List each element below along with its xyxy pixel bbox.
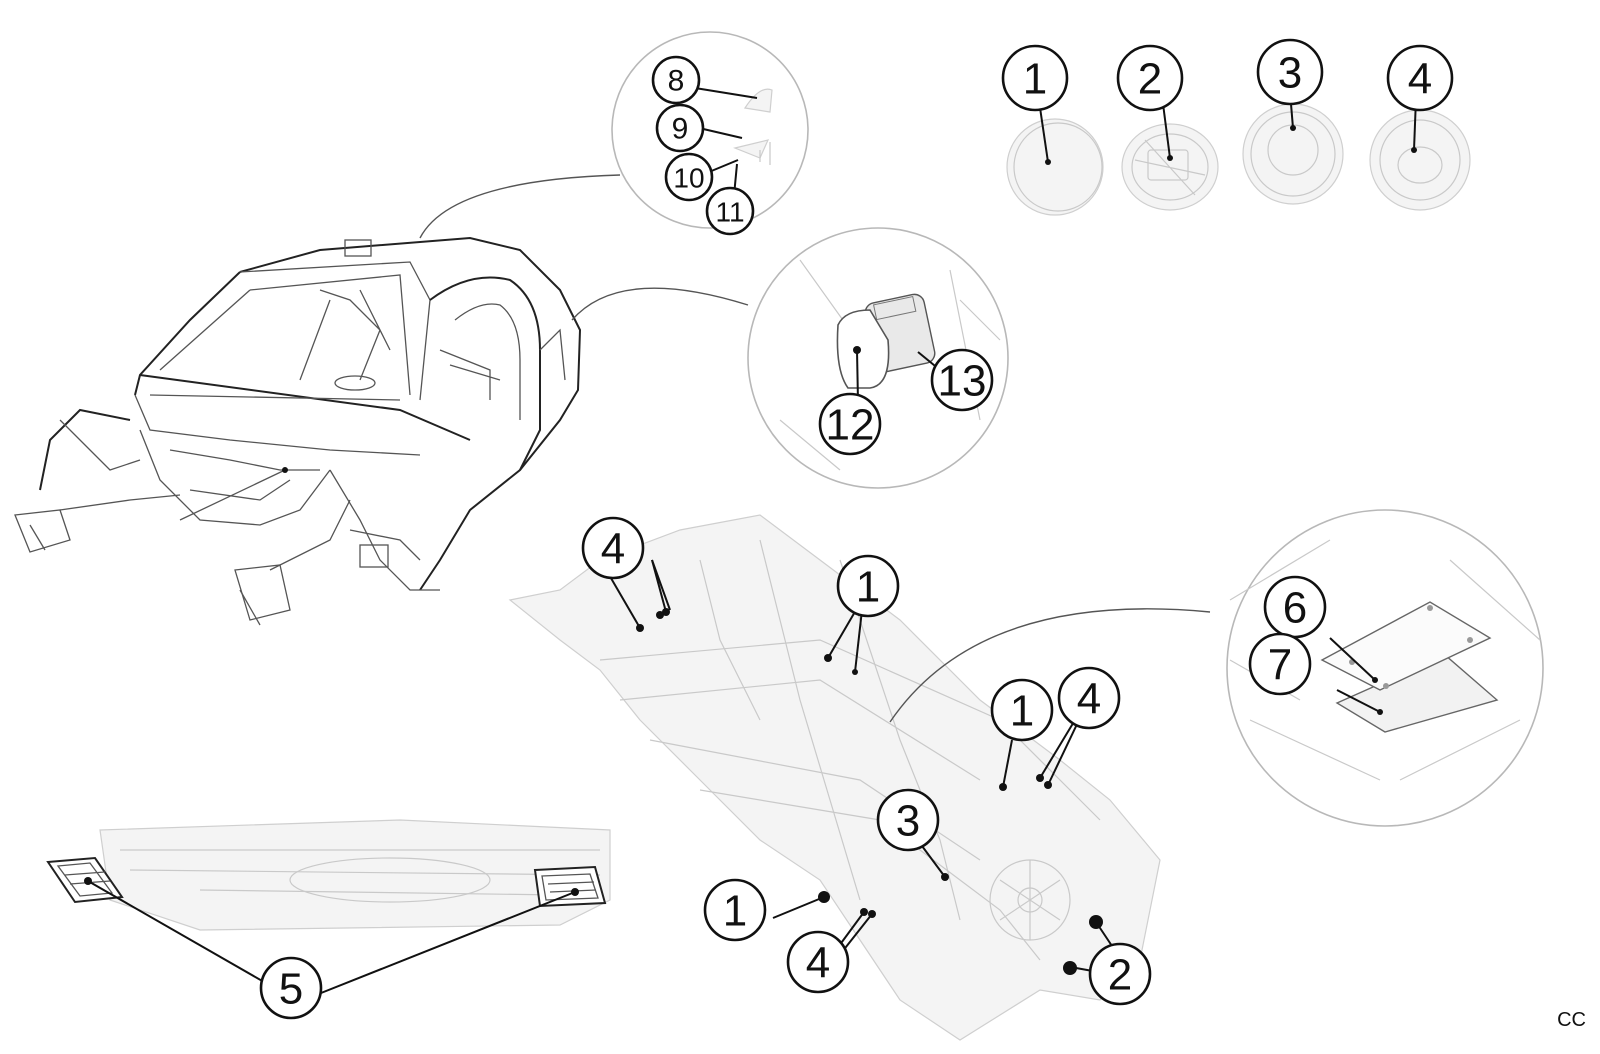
- callout-floor-4a: 4: [581, 516, 645, 580]
- callout-circle: [259, 956, 323, 1020]
- callout-label: 3: [896, 797, 920, 846]
- callout-circle: [664, 152, 714, 202]
- callout-label: 1: [856, 563, 880, 612]
- callout-roof-10: 10: [664, 152, 714, 202]
- callout-label: 2: [1108, 951, 1132, 1000]
- callout-floor-1a: 1: [836, 554, 900, 618]
- callout-label: 3: [1278, 49, 1302, 98]
- callout-top-4: 4: [1386, 44, 1454, 112]
- callout-fuel-13: 13: [930, 348, 994, 412]
- callout-label: 4: [1077, 675, 1101, 724]
- plug-parts-group: [1006, 103, 1471, 216]
- callout-circle: [876, 788, 940, 852]
- callout-circle: [1248, 632, 1312, 696]
- callout-circle: [990, 678, 1054, 742]
- footer-code: CC: [1557, 1009, 1586, 1031]
- callout-label: 8: [668, 65, 685, 98]
- callout-circle: [1088, 942, 1152, 1006]
- callout-fuel-12: 12: [818, 392, 882, 456]
- callout-roof-8: 8: [651, 55, 701, 105]
- callout-circle: [703, 878, 767, 942]
- callout-circle: [1256, 38, 1324, 106]
- callout-circle: [836, 554, 900, 618]
- callout-circle: [930, 348, 994, 412]
- callout-label: 5: [279, 965, 303, 1014]
- callout-circle: [1116, 44, 1184, 112]
- roof-detail-connector: [419, 174, 621, 239]
- callout-roof-9: 9: [655, 103, 705, 153]
- callout-label: 10: [673, 163, 704, 194]
- callout-panel-6: 6: [1263, 575, 1327, 639]
- callout-rear-5: 5: [259, 956, 323, 1020]
- callout-label: 13: [938, 357, 987, 406]
- callout-label: 4: [601, 525, 625, 574]
- callout-label: 2: [1138, 55, 1162, 104]
- leader-lines: [84, 87, 1417, 996]
- callout-circle: [651, 55, 701, 105]
- callout-circle: [1001, 44, 1069, 112]
- callout-top-1: 1: [1001, 44, 1069, 112]
- callout-top-3: 3: [1256, 38, 1324, 106]
- callout-floor-4b: 4: [1057, 666, 1121, 730]
- callout-label: 1: [723, 887, 747, 936]
- callout-circle: [818, 392, 882, 456]
- fuel-door-detail: [747, 227, 1009, 489]
- callout-floor-4c: 4: [786, 930, 850, 994]
- callout-label: 4: [1408, 55, 1432, 104]
- callout-panel-7: 7: [1248, 632, 1312, 696]
- plug-4-illustration: [1369, 109, 1471, 211]
- callout-label: 1: [1023, 55, 1047, 104]
- fuel-detail-connector: [571, 287, 749, 321]
- callout-roof-11: 11: [705, 186, 755, 236]
- panel-6-plate: [1320, 601, 1492, 691]
- plug-1-illustration: [1006, 118, 1104, 216]
- plug-2-illustration: [1121, 123, 1219, 211]
- callout-floor-3: 3: [876, 788, 940, 852]
- callout-circle: [1057, 666, 1121, 730]
- car-body-illustration: [14, 236, 582, 626]
- callout-circle: [705, 186, 755, 236]
- callout-label: 12: [826, 401, 875, 450]
- plug-3-illustration: [1242, 103, 1344, 205]
- callout-label: 11: [715, 197, 744, 228]
- callout-top-2: 2: [1116, 44, 1184, 112]
- callout-label: 9: [672, 113, 689, 146]
- fuel-door-flap: [836, 309, 890, 389]
- callout-circle: [581, 516, 645, 580]
- callout-label: 6: [1283, 584, 1307, 633]
- rear-vent-right: [533, 865, 607, 908]
- callout-label: 1: [1010, 687, 1034, 736]
- antenna-cover: [743, 88, 773, 113]
- panel-detail-connector: [889, 608, 1211, 723]
- callout-label: 7: [1268, 641, 1292, 690]
- callout-circle: [655, 103, 705, 153]
- callout-label: 4: [806, 939, 830, 988]
- callout-circle: [1386, 44, 1454, 112]
- rear-panel-illustration: [46, 819, 611, 931]
- callout-circle: [786, 930, 850, 994]
- callout-floor-1c: 1: [703, 878, 767, 942]
- callout-floor-2: 2: [1088, 942, 1152, 1006]
- callout-floor-1b: 1: [990, 678, 1054, 742]
